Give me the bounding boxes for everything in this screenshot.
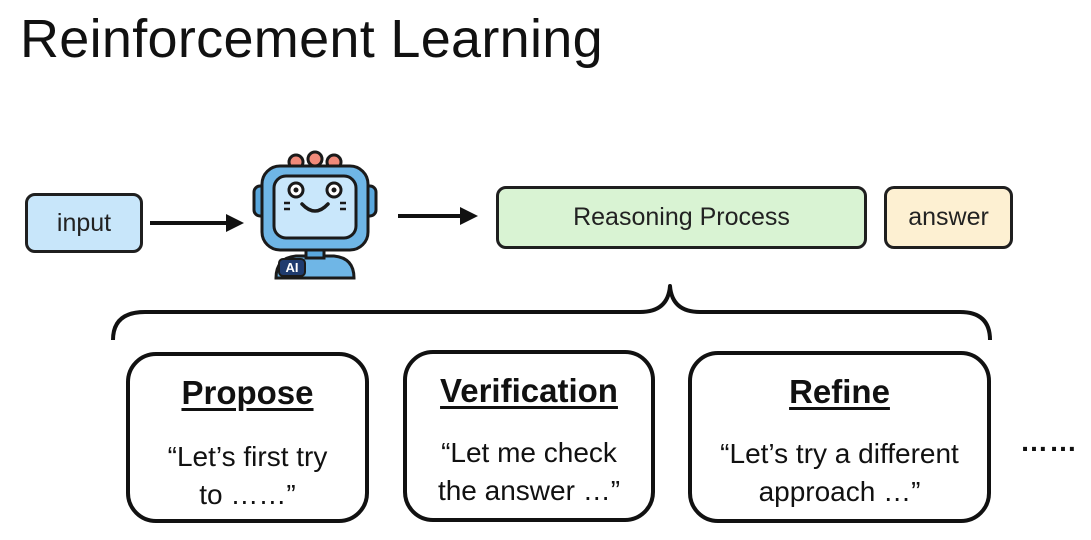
reasoning-process-label: Reasoning Process (573, 203, 790, 231)
step-quote: “Let’s try a different approach …” (700, 435, 979, 511)
robot-badge-label: AI (286, 260, 299, 275)
step-card-propose: Propose “Let’s first try to ……” (126, 352, 369, 523)
step-quote-line: “Let’s first try (167, 441, 328, 472)
input-box: input (25, 193, 143, 253)
step-heading: Refine (789, 373, 890, 410)
step-quote: “Let’s first try to ……” (138, 438, 357, 514)
step-quote-line: to ……” (199, 479, 296, 510)
arrow-input-to-model (150, 214, 244, 232)
input-label: input (56, 208, 112, 237)
step-heading: Propose (181, 374, 314, 411)
robot-ai-icon: AI (252, 150, 378, 280)
reasoning-brace (111, 284, 992, 341)
step-quote-line: the answer …” (437, 475, 621, 506)
step-quote: “Let me check the answer …” (415, 434, 643, 510)
step-card-refine: Refine “Let’s try a different approach …… (688, 351, 991, 523)
answer-box: answer (884, 186, 1013, 249)
step-quote-line: “Let me check (441, 437, 617, 468)
step-heading: Verification (440, 372, 618, 409)
more-steps-indicator: …… (1020, 426, 1078, 457)
page-title: Reinforcement Learning (20, 9, 603, 69)
step-card-verification: Verification “Let me check the answer …” (403, 350, 655, 522)
step-quote-line: approach …” (758, 476, 921, 507)
arrow-model-to-reasoning (398, 207, 478, 225)
answer-label: answer (908, 203, 989, 231)
step-quote-line: “Let’s try a different (720, 438, 959, 469)
reasoning-process-box: Reasoning Process (496, 186, 867, 249)
